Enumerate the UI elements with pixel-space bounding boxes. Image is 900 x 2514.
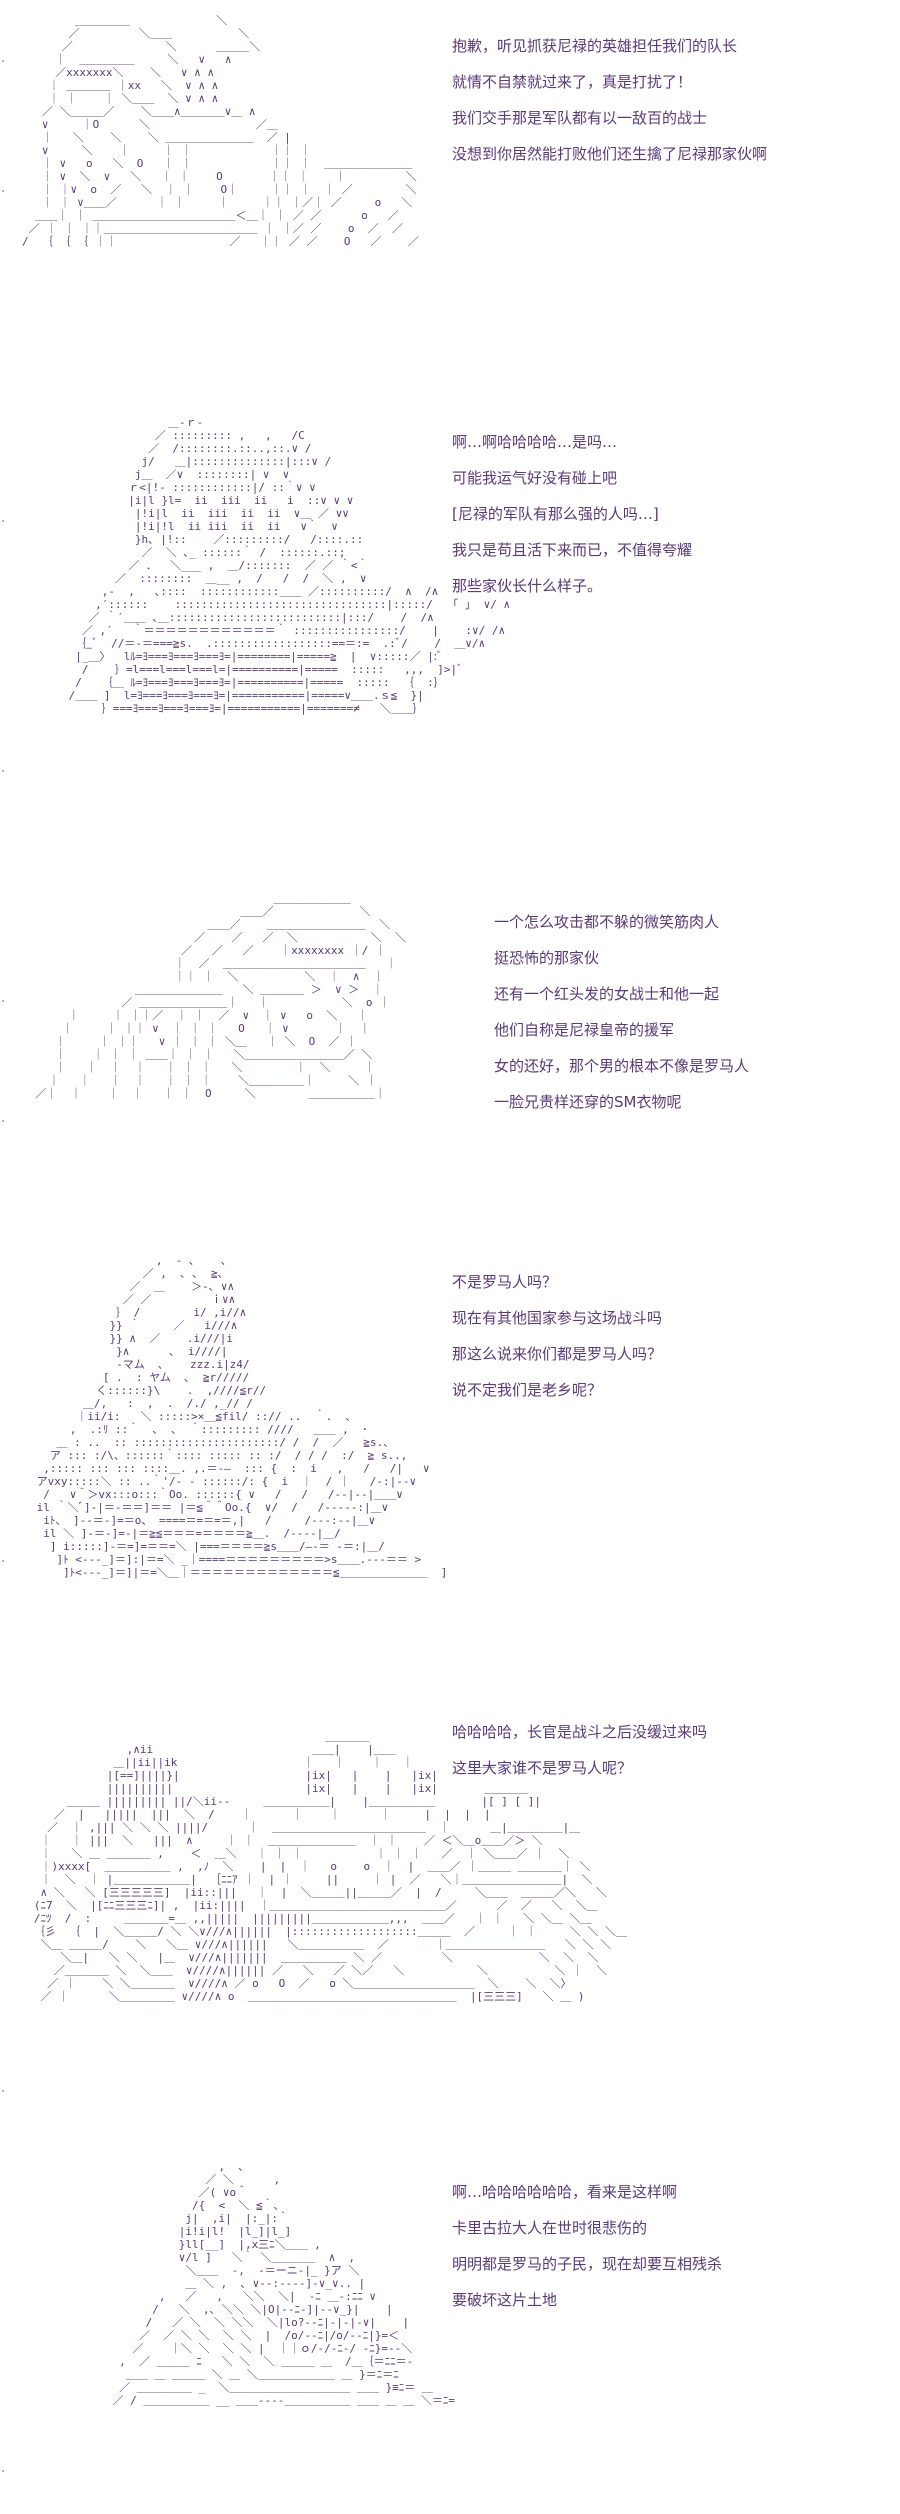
ascii-art-armored-warrior: ＿＿＿＿＿ ＼ ／ ＼＿＿ ＼ ／ ＼ ＿＿＿＼ ｜ ＿＿＿＿＿ ＼ ∨ ∧ ／… [22,14,419,248]
dialog-line: 明明都是罗马的子民，现在却要互相残杀 [452,2255,723,2273]
dialog-line: 抱歉，听见抓获尼禄的英雄担任我们的队长 [452,37,738,55]
ascii-art-hooded-figure: , - ､ ､ ／ , ､ ､ ≧､ ／ ＿ ＞-､ ∨∧ ／ ／ ｉ∨∧ ｝ … [36,1254,448,1579]
margin-dot [2,520,4,522]
margin-dot [2,60,4,62]
panel-5: ＿＿＿＿ ,∧ii ＿＿| |＿＿ ＿||ii||ik ｜ ｜ ｜ ｜ ,＿＿ … [0,1690,900,2140]
ascii-art-soldier-group: ＿＿＿＿ ,∧ii ＿＿| |＿＿ ＿||ii||ik ｜ ｜ ｜ ｜ ,＿＿ … [33,1730,627,2003]
margin-dot [2,1120,4,1122]
panel-3: ＿＿＿＿＿＿＿ ＿＿／ ＼ ＿＿／ ＿＿＿＿＿＿＿＿＿ ＼ ／ ／ ／ ＼ ＼ … [0,880,900,1200]
dialog-line: 这里大家谁不是罗马人呢？ [452,1759,633,1777]
dialog-block-5: 哈哈哈哈，长官是战斗之后没缓过来吗 这里大家谁不是罗马人呢？ [452,1714,882,1786]
margin-dot [2,1560,4,1562]
dialog-line: [尼禄的军队有那么强的人吗…] [452,505,659,523]
dialog-line: 可能我运气好没有碰上吧 [452,469,618,487]
dialog-line: 啊…啊哈哈哈哈…是吗… [452,433,618,451]
dialog-block-2: 啊…啊哈哈哈哈…是吗… 可能我运气好没有碰上吧 [尼禄的军队有那么强的人吗…] … [452,424,882,604]
dialog-line: 现在有其他国家参与这场战斗吗 [452,1309,663,1327]
dialog-line: 那些家伙长什么样子。 [452,577,603,595]
panel-4: , - ､ ､ ／ , ､ ､ ≧､ ／ ＿ ＞-､ ∨∧ ／ ／ ｉ∨∧ ｝ … [0,1240,900,1680]
dialog-line: 哈哈哈哈，长官是战斗之后没缓过来吗 [452,1723,708,1741]
ascii-art-seated-figure: ＿-ｒ- ／ ::::::::: , , /C ／ /::::::::.::..… [68,416,511,715]
dialog-line: 挺恐怖的那家伙 [494,949,600,967]
dialog-line: 说不定我们是老乡呢？ [452,1381,603,1399]
dialog-block-1: 抱歉，听见抓获尼禄的英雄担任我们的队长 就情不自禁就过来了，真是打扰了！ 我们交… [452,28,882,172]
dialog-line: 就情不自禁就过来了，真是打扰了！ [452,73,693,91]
dialog-line: 啊…哈哈哈哈哈哈，看来是这样啊 [452,2183,678,2201]
dialog-line: 一个怎么攻击都不躲的微笑筋肉人 [494,913,720,931]
dialog-line: 我只是苟且活下来而已，不值得夸耀 [452,541,693,559]
dialog-line: 要破坏这片土地 [452,2291,558,2309]
margin-dot [2,190,4,192]
dialog-line: 卡里古拉大人在世时很悲伤的 [452,2219,648,2237]
margin-dot [2,1000,4,1002]
dialog-line: 还有一个红头发的女战士和他一起 [494,985,720,1003]
ascii-art-crouching-figure: , ､ ／ ＼ , ／( ∨o＾ /{ < ＼ ≦｀､ j| ,i| |:_|:… [112,2160,455,2407]
ascii-art-armored-warrior-side: ＿＿＿＿＿＿＿ ＿＿／ ＼ ＿＿／ ＿＿＿＿＿＿＿＿＿ ＼ ／ ／ ／ ＼ ＼ … [35,892,406,1100]
dialog-line: 那这么说来你们都是罗马人吗？ [452,1345,663,1363]
dialog-line: 我们交手那是军队都有以一敌百的战士 [452,109,708,127]
dialog-block-4: 不是罗马人吗？ 现在有其他国家参与这场战斗吗 那这么说来你们都是罗马人吗？ 说不… [452,1264,882,1408]
panel-6: , ､ ／ ＼ , ／( ∨o＾ /{ < ＼ ≦｀､ j| ,i| |:_|:… [0,2150,900,2514]
margin-dot [2,770,4,772]
dialog-line: 不是罗马人吗？ [452,1273,558,1291]
dialog-line: 女的还好，那个男的根本不像是罗马人 [494,1057,750,1075]
margin-dot [2,2470,4,2472]
dialog-block-3: 一个怎么攻击都不躲的微笑筋肉人 挺恐怖的那家伙 还有一个红头发的女战士和他一起 … [494,904,900,1120]
panel-1: ＿＿＿＿＿ ＼ ／ ＼＿＿ ＼ ／ ＼ ＿＿＿＼ ｜ ＿＿＿＿＿ ＼ ∨ ∧ ／… [0,0,900,400]
margin-dot [2,2090,4,2092]
dialog-block-6: 啊…哈哈哈哈哈哈，看来是这样啊 卡里古拉大人在世时很悲伤的 明明都是罗马的子民，… [452,2174,882,2318]
dialog-line: 一脸兄贵样还穿的SM衣物呢 [494,1093,682,1111]
dialog-line: 没想到你居然能打败他们还生擒了尼禄那家伙啊 [452,145,768,163]
dialog-line: 他们自称是尼禄皇帝的援军 [494,1021,675,1039]
panel-2: ＿-ｒ- ／ ::::::::: , , /C ／ /::::::::.::..… [0,400,900,840]
